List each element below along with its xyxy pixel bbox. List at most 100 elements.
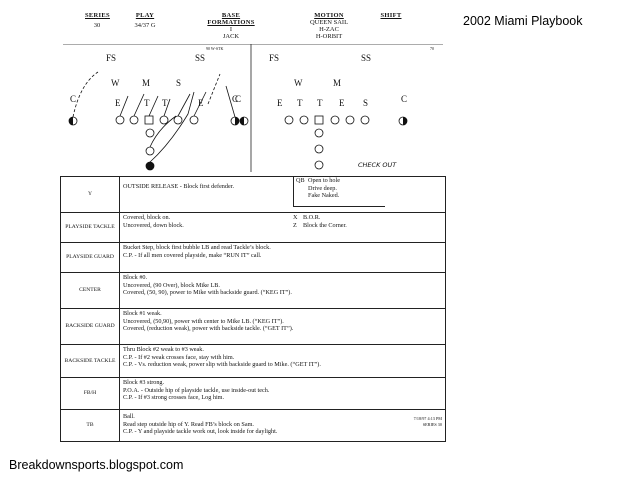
assignment-cell: OUTSIDE RELEASE - Block first defender. … (119, 176, 446, 213)
lineman-marker (330, 115, 340, 125)
playbook-title: 2002 Miami Playbook (463, 14, 583, 28)
defender-e-label: E (115, 98, 121, 108)
assignment-text: Thru Block #2 weak to #3 weak. (123, 346, 204, 353)
blocking-arrows (72, 71, 236, 163)
assignment-cell: Ball. Read step outside hip of Y. Read F… (119, 409, 446, 442)
defender-ss-label: SS (361, 53, 371, 63)
shift-label: SHIFT (380, 12, 402, 19)
assignment-text: Block #0. (123, 274, 148, 281)
defender-c-label: C (232, 94, 238, 104)
assignment-text: Covered, (50, 90), power to Mike with ba… (123, 289, 292, 297)
motion-header: MOTION QUEEN SAIL H-ZAC H-ORBIT (302, 12, 356, 40)
table-row: BACKSIDE GUARD Block #1 weak. Uncovered,… (60, 308, 446, 345)
defender-t-label: T (317, 98, 323, 108)
assignment-text: Block #3 strong. (123, 379, 165, 386)
assignment-text: Bucket Step, block first bubble LB and r… (123, 244, 271, 251)
lineman-marker (173, 115, 183, 125)
lineman-marker (284, 115, 294, 125)
shift-header: SHIFT (378, 12, 404, 19)
right-diagram-tag: 70 (430, 46, 434, 51)
assignment-cell: Block #1 weak. Uncovered, (50,90), power… (119, 308, 446, 345)
table-row: Y OUTSIDE RELEASE - Block first defender… (60, 176, 446, 213)
assignment-cell: Block #3 strong. P.O.A. - Outside hip of… (119, 377, 446, 410)
assignment-table: Y OUTSIDE RELEASE - Block first defender… (60, 176, 446, 442)
right-half-fill (240, 117, 407, 125)
qb-line: Drive deep. (308, 184, 337, 192)
assignment-text: Uncovered, (50,90), power with center to… (123, 317, 284, 325)
defender-fs-label: FS (106, 53, 116, 63)
series-label: SERIES (85, 12, 110, 19)
position-label: BACKSIDE TACKLE (60, 344, 120, 378)
assignment-text: C.P. - If #2 weak crosses face, stay wit… (123, 353, 235, 361)
play-value: 34/37 G (134, 22, 156, 29)
assignment-text: C.P. - Vs. reduction weak, power slip wi… (123, 361, 321, 369)
left-diagram-tag: 90 W-STK (206, 46, 223, 51)
defender-e-label: E (198, 98, 204, 108)
lineman-marker (189, 115, 199, 125)
qb-marker (314, 128, 324, 138)
qb-lines: Open to hole Drive deep. Fake Naked. (308, 177, 340, 200)
assignment-text: C.P. - If #3 strong crosses face, Log hi… (123, 394, 225, 402)
table-row: PLAYSIDE TACKLE Covered, block on. Uncov… (60, 212, 446, 243)
table-row: TB Ball. Read step outside hip of Y. Rea… (60, 409, 446, 442)
assignment-text: Uncovered, down block. (123, 221, 184, 229)
assignment-text: C.P. - Y and playside tackle work out, l… (123, 428, 278, 436)
tailback-marker (314, 160, 324, 170)
motion-value: H-ORBIT (315, 33, 343, 40)
playbook-page: SERIES 30 PLAY 34/37 G BASE FORMATIONS I… (58, 4, 450, 448)
print-stamp: 7/18/97 4:13 PM SERIES 30 (414, 416, 442, 428)
formation-value-2: JACK (222, 33, 240, 40)
play-label: PLAY (135, 12, 155, 19)
defender-c-label: C (401, 94, 407, 104)
lineman-marker (159, 115, 169, 125)
formation-value-1: I (229, 26, 233, 33)
position-label: TB (60, 409, 120, 442)
defender-t-label: T (162, 98, 168, 108)
position-label: FB/H (60, 377, 120, 410)
right-offense (239, 115, 408, 170)
qb-key: QB (296, 177, 305, 184)
motion-label: MOTION (314, 12, 344, 19)
position-label: CENTER (60, 272, 120, 309)
lineman-marker (129, 115, 139, 125)
position-label: PLAYSIDE TACKLE (60, 212, 120, 243)
lineman-marker (115, 115, 125, 125)
qb-marker (145, 128, 155, 138)
defender-t-label: T (144, 98, 150, 108)
table-row: CENTER Block #0. Uncovered, (90 Over), b… (60, 272, 446, 309)
qb-line: Fake Naked. (308, 192, 340, 200)
position-label: BACKSIDE GUARD (60, 308, 120, 345)
defender-s-label: S (363, 98, 368, 108)
lineman-marker (345, 115, 355, 125)
assignment-cell: Bucket Step, block first bubble LB and r… (119, 242, 446, 273)
defender-t-label: T (297, 98, 303, 108)
defender-e-label: E (339, 98, 345, 108)
table-row: PLAYSIDE GUARD Bucket Step, block first … (60, 242, 446, 273)
center-marker (144, 115, 154, 125)
fullback-marker (314, 144, 324, 154)
assignment-text: OUTSIDE RELEASE - Block first defender. (123, 183, 235, 190)
motion-value: QUEEN SAIL (309, 19, 349, 26)
table-row: FB/H Block #3 strong. P.O.A. - Outside h… (60, 377, 446, 410)
defender-w-label: W (294, 78, 303, 88)
assignment-cell: Block #0. Uncovered, (90 Over), block Mi… (119, 272, 446, 309)
play-header: PLAY 34/37 G (128, 12, 162, 29)
defender-m-label: M (333, 78, 341, 88)
print-series: SERIES 30 (422, 422, 442, 427)
motion-value: H-ZAC (319, 26, 339, 33)
series-header: SERIES 30 (85, 12, 110, 29)
formation-header: BASE FORMATIONS I JACK (198, 12, 264, 40)
assignment-text: Read step outside hip of Y. Read FB’s bl… (123, 420, 254, 428)
assignment-text: C.P. - If all men covered playside, make… (123, 251, 262, 259)
defender-c-label: C (70, 94, 76, 104)
position-label: Y (60, 176, 120, 213)
assignment-text: Covered, (reduction weak), power with ba… (123, 325, 294, 333)
assignment-text: Ball. (123, 413, 135, 420)
defender-ss-label: SS (195, 53, 205, 63)
defender-c-label: C (235, 94, 241, 104)
print-date: 7/18/97 4:13 PM (413, 416, 442, 421)
assignment-text: Uncovered, (90 Over), block Mike LB. (123, 281, 220, 289)
x-text: B.O.R. (303, 214, 321, 221)
defender-e-label: E (277, 98, 283, 108)
left-offense (68, 115, 240, 171)
